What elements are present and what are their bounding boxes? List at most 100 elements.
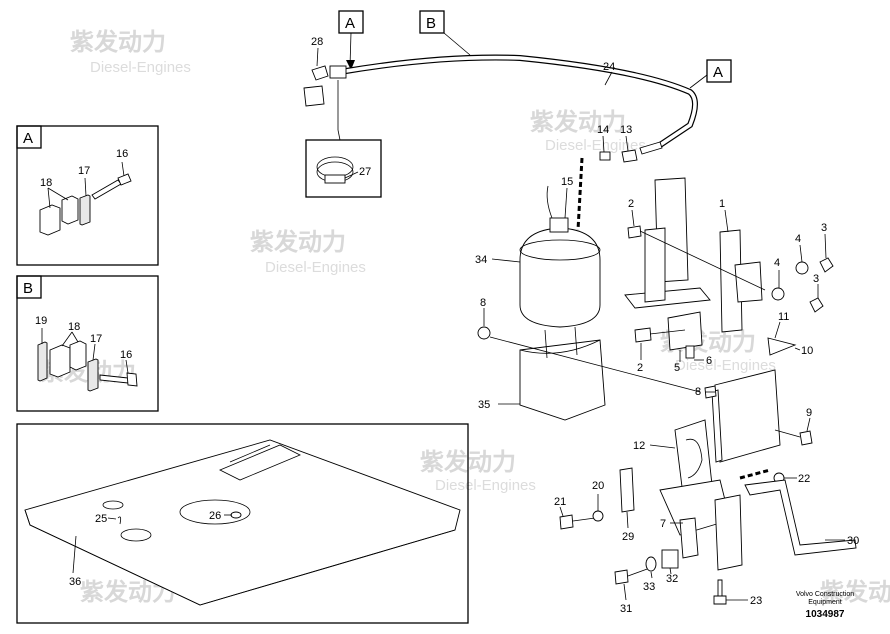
part-label: 27	[359, 166, 371, 178]
clamp-plate-icon	[79, 194, 91, 226]
part-label: 28	[311, 36, 323, 48]
hose-icon	[339, 54, 698, 148]
watermark-en: Diesel-Engines	[435, 477, 536, 494]
part-label: 20	[592, 480, 604, 492]
clamp-plate-icon	[87, 358, 99, 392]
hose-clamp-icon	[329, 65, 347, 79]
part-label: 10	[801, 345, 813, 357]
part-label: 35	[478, 399, 490, 411]
part-label: 17	[90, 333, 102, 345]
part-label: 17	[78, 165, 90, 177]
watermark-en: Diesel-Engines	[675, 357, 776, 374]
part-label: 24	[603, 61, 615, 73]
inset-a: A 16 17 18	[16, 125, 159, 266]
part-label: 4	[795, 233, 801, 245]
part-label: 15	[561, 176, 573, 188]
part-label: 12	[633, 440, 645, 452]
part-label: 11	[778, 311, 789, 323]
watermark-cn: 紫发动力	[70, 28, 166, 56]
part-label: 36	[69, 576, 81, 588]
bolt-head-icon	[799, 430, 813, 446]
part-label: 8	[695, 386, 701, 398]
base-plate-icon	[624, 287, 711, 309]
bracket-icon	[719, 229, 743, 333]
part-label: 2	[637, 362, 643, 374]
clamp-half-icon	[69, 340, 87, 371]
part-label: 22	[798, 473, 810, 485]
inset-b-label-box	[16, 275, 42, 299]
rubber-mount-icon	[661, 549, 679, 569]
bolt-head-icon	[117, 173, 132, 186]
washer-icon	[795, 261, 809, 275]
nut-icon	[809, 297, 824, 313]
part-label: 30	[847, 535, 859, 547]
inset-hood-frame	[16, 423, 469, 624]
part-label: 1	[719, 198, 725, 210]
watermark-en: Diesel-Engines	[265, 259, 366, 276]
callout-b-box	[419, 10, 445, 34]
hose-clamp-icon	[324, 174, 346, 184]
part-label: 6	[706, 355, 712, 367]
hood-opening-icon	[102, 500, 124, 510]
clip-icon	[117, 516, 122, 525]
accumulator-icon	[519, 227, 601, 328]
bracket-plate-icon	[714, 369, 781, 463]
clamp-detail-frame	[305, 139, 382, 198]
part-label: 7	[660, 518, 666, 530]
inset-b: B 19 18 17 16	[16, 275, 159, 412]
washer-icon	[645, 556, 657, 572]
watermark-cn: 紫发动力	[820, 578, 890, 606]
grommet-icon	[230, 511, 242, 519]
part-label: 21	[554, 496, 566, 508]
hose-fitting-icon	[311, 65, 329, 81]
clamp-half-icon	[49, 344, 71, 378]
watermark-cn: 紫发动力	[530, 108, 626, 136]
clamp-plate-icon	[37, 341, 48, 382]
part-label: 5	[674, 362, 680, 374]
part-label: 3	[821, 222, 827, 234]
fitting-icon	[639, 141, 663, 155]
fitting-icon	[599, 151, 611, 161]
clamp-half-icon	[61, 195, 79, 225]
nut-icon	[819, 257, 834, 273]
bolt-icon	[91, 179, 122, 200]
bolt-head-icon	[634, 327, 652, 343]
dashed-connection	[576, 157, 584, 231]
callout-a-label: A	[713, 64, 723, 81]
plate-icon	[667, 311, 703, 351]
bolt-head-icon	[126, 372, 138, 387]
bolt-head-icon	[713, 595, 727, 605]
pin-icon	[685, 345, 695, 359]
washer-icon	[477, 326, 491, 340]
washer-icon	[771, 287, 785, 301]
arrow-icon	[346, 60, 355, 70]
part-label: 13	[620, 124, 632, 136]
dashed-connection	[739, 468, 771, 480]
drawing-number: 1034987	[806, 609, 845, 620]
inset-a-label: A	[23, 130, 33, 147]
part-label: 9	[806, 407, 812, 419]
part-label: 4	[774, 257, 780, 269]
bracket-7-leg-icon	[679, 517, 699, 559]
bolt-head-icon	[614, 569, 629, 585]
accumulator-holder-icon	[519, 339, 606, 421]
bracket-7-leg-icon	[714, 494, 743, 571]
part-label: 29	[622, 531, 634, 543]
hood-opening-icon	[120, 528, 152, 542]
bracket-edge-icon	[711, 389, 723, 463]
inset-b-label: B	[23, 280, 33, 297]
inset-a-label-box	[16, 125, 42, 149]
clamp-half-icon	[39, 204, 61, 236]
part-label: 18	[68, 321, 80, 333]
company-line-2: Equipment	[808, 599, 842, 606]
bolt-head-icon	[627, 225, 642, 239]
part-label: 19	[35, 315, 47, 327]
clip-icon	[767, 337, 797, 356]
watermark-en: Diesel-Engines	[90, 59, 191, 76]
part-label: 16	[120, 349, 132, 361]
hose-assembly: A B A 28 27 24 14 13	[303, 10, 732, 231]
mount-bracket-lower: 8 9 12 22 29 21 20 7 30	[554, 369, 859, 615]
part-label: 26	[209, 510, 221, 522]
